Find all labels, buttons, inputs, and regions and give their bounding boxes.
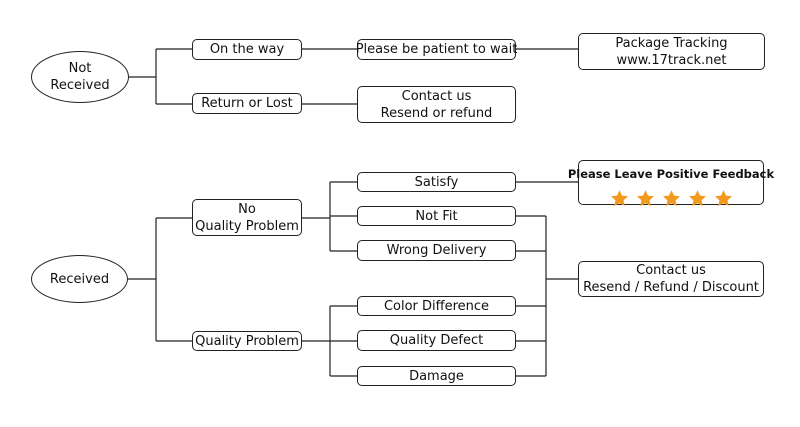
star-icon xyxy=(636,190,654,207)
contact-us-label: Contact us xyxy=(636,263,706,278)
wrong-delivery-node: Wrong Delivery xyxy=(357,240,516,261)
star-icon xyxy=(714,190,732,207)
contact-resend-refund-node: Contact us Resend or refund xyxy=(357,86,516,123)
quality-defect-node: Quality Defect xyxy=(357,330,516,351)
contact-resend-refund-discount-node: Contact us Resend / Refund / Discount xyxy=(578,261,764,297)
no-quality-problem-node: No Quality Problem xyxy=(192,199,302,236)
no-label: No xyxy=(238,201,256,217)
damage-node: Damage xyxy=(357,366,516,386)
damage-label: Damage xyxy=(409,368,464,384)
received-node: Received xyxy=(31,255,128,303)
quality-problem-label: Quality Problem xyxy=(195,333,299,349)
be-patient-node: Please be patient to wait xyxy=(355,39,518,60)
satisfy-label: Satisfy xyxy=(414,174,459,190)
on-the-way-label: On the way xyxy=(209,42,285,57)
package-tracking-node: Package Tracking www.17track.net xyxy=(578,33,765,70)
resend-refund-discount-label: Resend / Refund / Discount xyxy=(583,280,759,295)
positive-feedback-label: Please Leave Positive Feedback xyxy=(567,167,775,181)
quality-defect-label: Quality Defect xyxy=(389,333,484,348)
contact-us-label: Contact us xyxy=(401,88,472,104)
rating-stars xyxy=(610,189,733,208)
package-tracking-label: Package Tracking xyxy=(615,35,728,51)
not-fit-node: Not Fit xyxy=(357,206,516,226)
not-received-label-line1: Not xyxy=(68,61,92,76)
quality-problem-node: Quality Problem xyxy=(192,331,302,351)
not-received-label-line2: Received xyxy=(50,78,110,93)
resend-or-refund-label: Resend or refund xyxy=(380,105,493,121)
not-received-node: Not Received xyxy=(31,51,129,103)
on-the-way-node: On the way xyxy=(192,39,302,60)
positive-feedback-node: Please Leave Positive Feedback xyxy=(568,160,774,208)
be-patient-label: Please be patient to wait xyxy=(355,42,518,57)
not-fit-label: Not Fit xyxy=(415,208,458,224)
received-label: Received xyxy=(49,271,110,287)
wrong-delivery-label: Wrong Delivery xyxy=(386,243,487,258)
quality-problem-label-line2: Quality Problem xyxy=(195,218,299,234)
star-icon xyxy=(688,190,706,207)
return-or-lost-label: Return or Lost xyxy=(201,96,293,111)
color-difference-label: Color Difference xyxy=(383,298,490,314)
star-icon xyxy=(662,190,680,207)
return-or-lost-node: Return or Lost xyxy=(192,93,302,114)
color-difference-node: Color Difference xyxy=(357,296,516,316)
tracking-url: www.17track.net xyxy=(616,52,727,68)
star-icon xyxy=(610,190,628,207)
satisfy-node: Satisfy xyxy=(357,172,516,192)
